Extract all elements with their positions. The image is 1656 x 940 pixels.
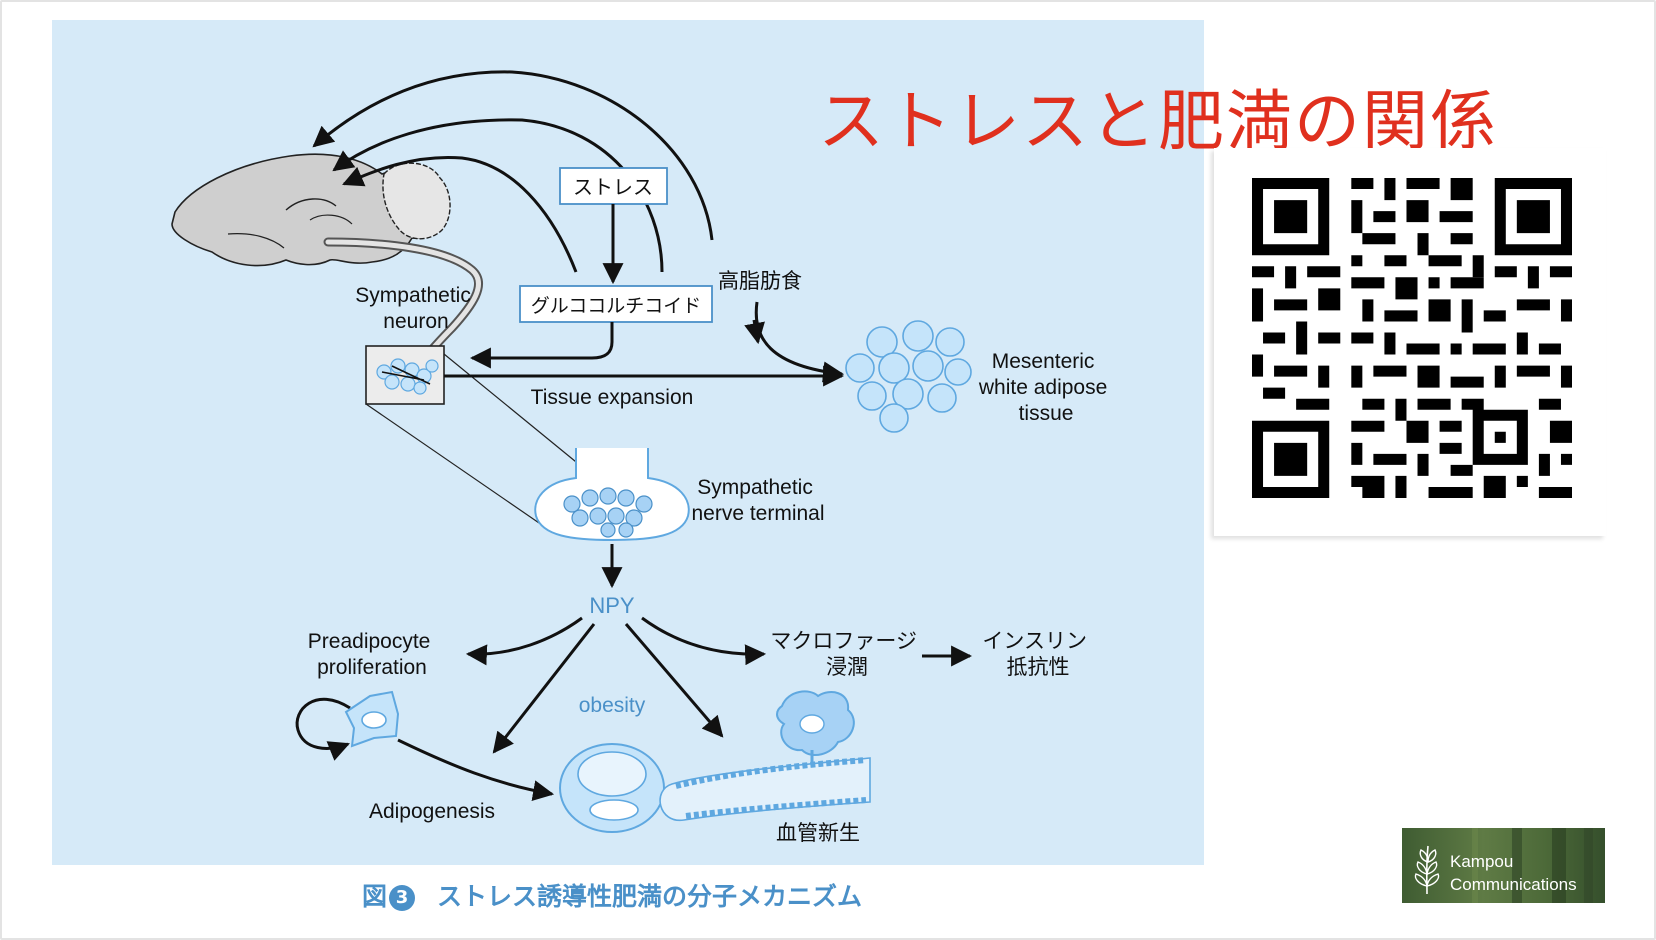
caption-number-badge: 3 (389, 885, 416, 911)
brain-icon (171, 153, 451, 267)
stress-obesity-diagram: ストレス グルココルチコイド 高脂肪食 Sympathetic neuron T… (171, 70, 1113, 845)
caption-prefix: 図 (362, 882, 388, 911)
caption-text: ストレス誘導性肥満の分子メカニズム (437, 882, 863, 911)
stress-label: ストレス (573, 175, 653, 199)
logo-text: Kampou Communications (1450, 850, 1577, 896)
npy-label: NPY (589, 593, 635, 618)
slide-title: ストレスと肥満の関係 (818, 83, 1498, 160)
macrophage-label: マクロファージ 浸潤 (770, 629, 923, 679)
nerve-terminal-icon (534, 448, 690, 542)
qr-code-icon[interactable] (1252, 178, 1572, 498)
obesity-fat-cell-icon (559, 743, 665, 833)
tissue-expansion-label: Tissue expansion (531, 386, 694, 409)
insulin-resistance-label: インスリン 抵抗性 (982, 629, 1093, 679)
mesenteric-fat-cluster (845, 320, 972, 433)
leaf-sprig-icon (1414, 845, 1440, 895)
glucocorticoid-box (519, 285, 713, 323)
kampou-logo[interactable]: Kampou Communications (1402, 828, 1605, 903)
diagram-panel (52, 20, 1204, 865)
high-fat-diet-label: 高脂肪食 (718, 269, 802, 293)
nerve-terminal-label: Sympathetic nerve terminal (691, 476, 824, 525)
adipogenesis-label: Adipogenesis (369, 800, 495, 823)
glucocorticoid-label: グルココルチコイド (531, 295, 702, 317)
logo-line-1: Kampou (1450, 852, 1514, 871)
sympathetic-neuron-label: Sympathetic neuron (355, 284, 476, 333)
qr-code-card[interactable] (1214, 148, 1606, 536)
forest-background (1472, 828, 1593, 903)
preadipocyte-label: Preadipocyte proliferation (308, 630, 436, 679)
blood-vessel-icon (659, 757, 871, 821)
logo-line-2: Communications (1450, 875, 1577, 894)
mesenteric-wat-label: Mesenteric white adipose tissue (978, 350, 1113, 425)
angiogenesis-label: 血管新生 (776, 821, 860, 845)
obesity-label: obesity (579, 694, 646, 717)
